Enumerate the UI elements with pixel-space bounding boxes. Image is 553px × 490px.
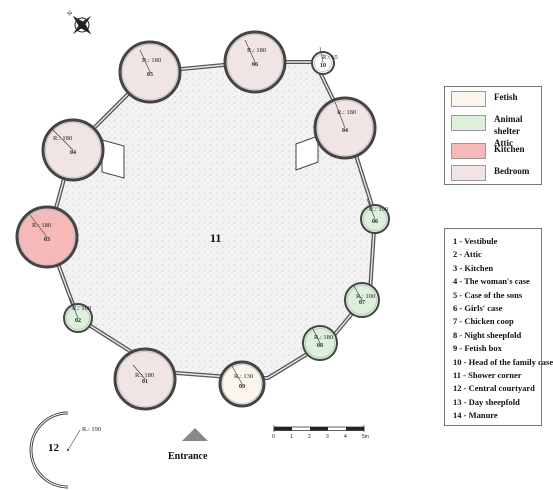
dayfold-radius: R.: 190: [82, 426, 101, 433]
hut-radius-label: R.: 130: [234, 373, 253, 380]
key-item: 7 - Chicken coop: [453, 316, 514, 327]
scale-tick-label: 5m: [362, 434, 369, 440]
hut-radius-label: R.: 180: [135, 372, 154, 379]
hut-number-label: 04: [342, 128, 348, 134]
legend-row-bedroom: Bedroom: [451, 165, 529, 181]
legend-label: Animal shelter Attic: [494, 114, 523, 148]
hut-10: R.: 65 10: [311, 46, 338, 75]
hut-number-label: 03: [44, 237, 50, 243]
key-item: 2 - Attic: [453, 249, 482, 260]
hut-number-label: 02: [75, 318, 81, 324]
entrance-arrow-icon: [182, 428, 208, 441]
key-item: 13 - Day sheepfold: [453, 396, 520, 407]
hut-number-label: 08: [317, 343, 323, 349]
doorway-right: [295, 135, 319, 171]
key-item: 11 - Shower corner: [453, 370, 522, 380]
hut-06: R.: 100 06: [360, 198, 390, 234]
hut-number-label: 06: [372, 219, 378, 225]
hut-05: R.: 180 05: [118, 40, 182, 104]
hut-04: R.: 180 04: [313, 96, 377, 160]
scale-tick-label: 2: [308, 434, 311, 440]
key-item: 14 - Manure: [453, 410, 498, 421]
hut-radius-label: R.: 180: [337, 109, 356, 116]
hut-radius-label: R.: 100: [72, 305, 91, 312]
key-item: 9 - Fetish box: [453, 343, 502, 354]
hut-number-label: 05: [147, 72, 153, 78]
key-item: 8 - Night sheepfold: [453, 329, 522, 340]
key-item: 3 - Kitchen: [453, 262, 494, 273]
north-arrow-icon: N: [67, 10, 92, 35]
legend-row-fetish: Fetish: [451, 91, 518, 107]
color-legend: Fetish Animal shelter Attic Kitchen Bedr…: [444, 86, 542, 185]
hut-08: R.: 180 08: [302, 325, 338, 361]
entrance-label: Entrance: [168, 451, 208, 462]
hut-04: R.: 180 04: [41, 118, 105, 182]
hut-radius-label: R.: 180: [314, 334, 333, 341]
room-key: 1 - Vestibule 2 - Attic 3 - Kitchen 4 - The…: [444, 228, 553, 426]
doorway-left: [101, 139, 125, 179]
legend-swatch: [451, 165, 486, 181]
hut-03: R.: 180 03: [15, 205, 79, 269]
hut-radius-label: R.: 180: [53, 135, 72, 142]
scale-tick-label: 0: [272, 434, 275, 440]
day-sheepfold: [29, 411, 81, 489]
hut-radius-label: R.: 180: [32, 222, 51, 229]
hut-radius-label: R.: 100: [356, 293, 375, 300]
hut-number-label: 10: [320, 63, 326, 69]
hut-09: R.: 130 09: [218, 360, 266, 408]
key-item: 4 - The woman's case: [453, 276, 530, 287]
legend-row-kitchen: Kitchen: [451, 143, 525, 159]
legend-label: Kitchen: [494, 144, 525, 154]
legend-swatch: [451, 143, 486, 159]
hut-number-label: 07: [359, 300, 365, 306]
scale-tick-label: 3: [326, 434, 329, 440]
key-item: 10 - Head of the family case: [453, 356, 553, 367]
hut-radius-label: R.: 180: [142, 57, 161, 64]
key-item: 5 - Case of the sons: [453, 289, 523, 300]
courtyard-label: 11: [210, 231, 221, 245]
scale-tick-label: 4: [344, 434, 347, 440]
legend-label: Bedroom: [494, 166, 530, 176]
legend-swatch: [451, 115, 486, 131]
hut-02: R.: 100 02: [63, 297, 93, 333]
legend-label: Fetish: [494, 92, 518, 102]
hut-number-label: 01: [142, 379, 148, 385]
key-item: 12 - Central courtyard: [453, 383, 535, 394]
hut-number-label: 04: [70, 150, 76, 156]
dayfold-label: 12: [48, 442, 60, 454]
hut-06: R.: 180 06: [223, 30, 287, 94]
key-item: 1 - Vestibule: [453, 236, 498, 246]
hut-radius-label: R.: 180: [247, 47, 266, 54]
legend-row-shelter: Animal shelter Attic: [451, 114, 541, 149]
hut-radius-label: R.: 100: [369, 206, 388, 213]
hut-number-label: 06: [252, 62, 258, 68]
scale-tick-label: 1: [290, 434, 293, 440]
hut-radius-label: R.: 65: [322, 54, 338, 61]
key-item: 6 - Girls' case: [453, 303, 503, 313]
hut-number-label: 09: [239, 384, 245, 390]
legend-swatch: [451, 91, 486, 107]
scale-bar: [273, 425, 365, 432]
svg-text:N: N: [67, 10, 74, 17]
